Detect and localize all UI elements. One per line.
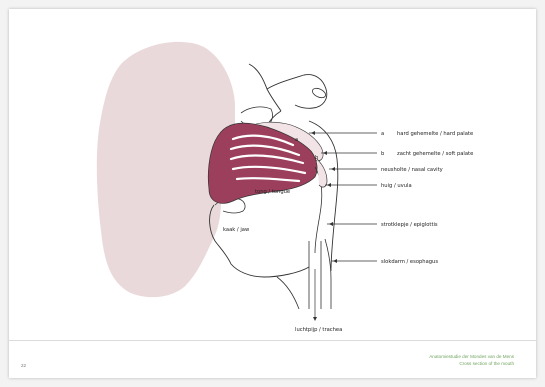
label-esophagus: slokdarm / esophagus: [381, 259, 438, 265]
label-tongue: tong / tongue: [255, 189, 290, 195]
label-epiglottis: strotklepje / epiglottis: [381, 222, 438, 228]
label-soft-palate: zacht gehemelte / soft palate: [397, 151, 473, 157]
footer-subtitle: Cross section of the mouth: [459, 361, 514, 366]
annotation-letter-b: b: [381, 151, 385, 157]
mouth-anatomy-diagram: a b a b hard gehemelte / hard palate zac…: [9, 9, 536, 378]
region-letter-a: a: [295, 137, 298, 143]
neck-outline: [277, 277, 299, 309]
label-trachea: luchtpijp / trachea: [295, 327, 342, 333]
label-nasal-cavity: neusholte / nasal cavity: [381, 167, 443, 173]
nostril: [311, 86, 327, 99]
document-page: a b a b hard gehemelte / hard palate zac…: [9, 9, 536, 378]
footer-divider: [9, 340, 536, 341]
label-uvula: huig / uvula: [381, 183, 412, 189]
jaw-outline: [210, 205, 309, 277]
uvula: [317, 159, 327, 187]
page-number: 22: [21, 363, 26, 368]
annotation-letter-a: a: [381, 131, 384, 137]
label-jaw: kaak / jaw: [223, 227, 250, 233]
esophagus-tube: [325, 239, 331, 309]
label-hard-palate: hard gehemelte / hard palate: [397, 131, 473, 137]
footer-title: Anatomiestudie der Mondes van de Mens: [429, 354, 514, 359]
